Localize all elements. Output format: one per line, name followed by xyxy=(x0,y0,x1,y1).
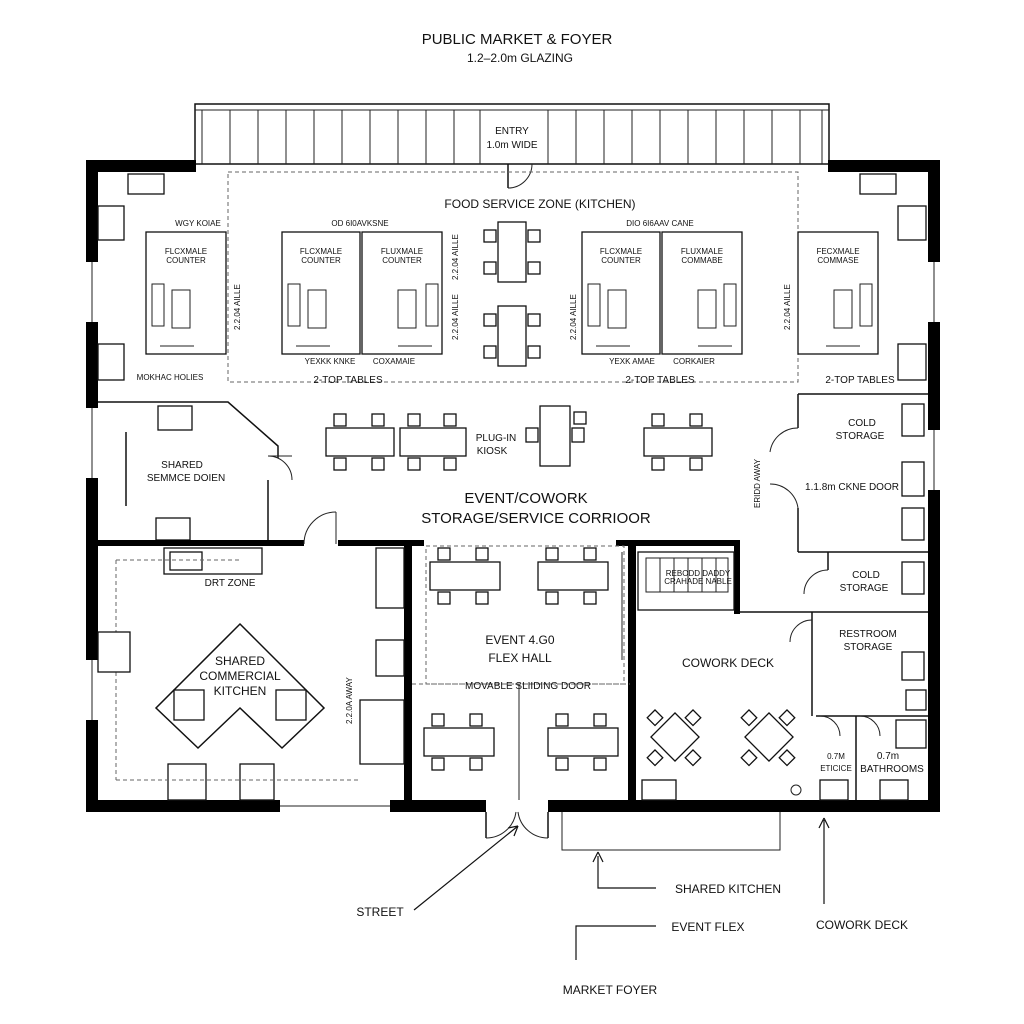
stair-label-2: CRAHADE NABLE xyxy=(664,577,732,586)
counter-1-sub: COUNTER xyxy=(166,256,206,265)
labels: PUBLIC MARKET & FOYER 1.2–2.0m GLAZING F… xyxy=(137,31,925,997)
shared-service-label: SHARED xyxy=(161,460,203,471)
counter-2-sub: COUNTER xyxy=(301,256,341,265)
counter-6-sub: COMMASE xyxy=(817,256,858,265)
entry-door: ENTRY 1.0m WIDE xyxy=(486,126,538,189)
counter-4-label: FLCXMALE xyxy=(600,247,642,256)
counter-4-sub: COUNTER xyxy=(601,256,641,265)
dining-tables xyxy=(325,405,713,471)
outer-walls xyxy=(86,160,940,812)
corridor-label: STORAGE/SERVICE CORRIOOR xyxy=(421,510,651,527)
event-flex-callout: EVENT FLEX xyxy=(671,920,744,934)
counter-2-label: FLCXMALE xyxy=(300,247,342,256)
cold-storage-2-label: COLD xyxy=(852,570,880,581)
callout-arrows xyxy=(413,817,830,960)
stair-element xyxy=(621,551,735,660)
tables-label-1: 2-TOP TABLES xyxy=(313,375,383,386)
entry-width-label: 1.0m WIDE xyxy=(486,140,537,151)
cold-storage-label: COLD xyxy=(848,418,876,429)
kiosk-label: KIOSK xyxy=(477,446,508,457)
small-label-4: YEXK AMAE xyxy=(609,357,655,366)
street-doors xyxy=(485,811,781,851)
kitchen-aisle-label: 2.2.0A AWAY xyxy=(345,676,354,724)
counter-3-sub: COUNTER xyxy=(382,256,422,265)
bathrooms-width-label: 0.7m xyxy=(877,751,899,762)
counter-3-label: FLUXMALE xyxy=(381,247,423,256)
flex-hall-label-2: FLEX HALL xyxy=(488,651,552,665)
counter-5-label: FLUXMALE xyxy=(681,247,723,256)
street-callout: STREET xyxy=(356,905,404,919)
cold-storage-2-sub: STORAGE xyxy=(840,583,889,594)
etice-label: 0.7M xyxy=(827,752,845,761)
sub-left-label: WGY KOIAE xyxy=(175,219,221,228)
counter-1-label: FLCXMALE xyxy=(165,247,207,256)
shared-service-room xyxy=(98,401,293,544)
entry-label: ENTRY xyxy=(495,126,529,137)
food-service-label: FOOD SERVICE ZONE (KITCHEN) xyxy=(444,197,635,211)
glazing-canopy xyxy=(194,103,830,165)
center-tables-top xyxy=(483,221,541,367)
event-cowork-label: EVENT/COWORK xyxy=(464,490,587,507)
plug-in-label: PLUG-IN xyxy=(476,433,517,444)
dry-zone-label: DRT ZONE xyxy=(205,578,256,589)
stair-label-1: REBODD DADDY xyxy=(666,569,731,578)
commercial-kitchen xyxy=(97,547,405,801)
restroom-sub: STORAGE xyxy=(844,642,893,653)
vertical-aisle-label: ERIDD AWAY xyxy=(753,458,762,508)
restroom-label: RESTROOM xyxy=(839,629,897,640)
aisle-5-label: 2.2.04 AILLE xyxy=(783,284,792,330)
sub-mid-label: OD 6I0AVKSNE xyxy=(331,219,388,228)
bathrooms-label: BATHROOMS xyxy=(860,764,924,775)
small-label-1: MOKHAC HOLIES xyxy=(137,373,204,382)
kitchen-label-2: COMMERCIAL xyxy=(199,669,281,683)
cowork-deck-label: COWORK DECK xyxy=(682,656,774,670)
cowork-tables xyxy=(641,709,802,801)
kitchen-label-3: KITCHEN xyxy=(214,684,267,698)
shared-kitchen-callout: SHARED KITCHEN xyxy=(675,882,781,896)
market-foyer-callout: MARKET FOYER xyxy=(563,983,658,997)
sub-right-label: DIO 6I6AAV CANE xyxy=(626,219,693,228)
storage-fixtures xyxy=(819,403,927,801)
small-label-3: COXAMAIE xyxy=(373,357,415,366)
plan-title: PUBLIC MARKET & FOYER xyxy=(422,31,613,48)
aisle-4-label: 2.2.04 AILLE xyxy=(451,234,460,280)
cowork-deck-callout: COWORK DECK xyxy=(816,918,908,932)
interior-walls xyxy=(98,393,928,804)
aisle-2-label: 2.2.04 AILLE xyxy=(451,294,460,340)
counter-6-label: FECXMALE xyxy=(816,247,859,256)
plan-subtitle: 1.2–2.0m GLAZING xyxy=(467,51,573,65)
flex-hall xyxy=(412,545,630,800)
corner-fixtures xyxy=(97,173,927,381)
cold-door-label: 1.1.8m CKNE DOOR xyxy=(805,482,899,493)
aisle-3-label: 2.2.04 AILLE xyxy=(569,294,578,340)
sliding-door-label: MOVABLE SLIIDING DOOR xyxy=(465,681,591,692)
etice-sub: ETICICE xyxy=(820,764,852,773)
small-label-5: CORKAIER xyxy=(673,357,715,366)
counter-5-sub: COMMABE xyxy=(681,256,722,265)
tables-label-3: 2-TOP TABLES xyxy=(825,375,895,386)
cold-storage-sub: STORAGE xyxy=(836,431,885,442)
aisle-1-label: 2.2.04 AILLE xyxy=(233,284,242,330)
small-label-2: YEXKK KNKE xyxy=(305,357,356,366)
tables-label-2: 2-TOP TABLES xyxy=(625,375,695,386)
flex-hall-label-1: EVENT 4.G0 xyxy=(485,633,554,647)
kitchen-label-1: SHARED xyxy=(215,654,265,668)
shared-service-sub: SEMMCE DOIEN xyxy=(147,473,225,484)
counter-stalls xyxy=(145,231,879,355)
